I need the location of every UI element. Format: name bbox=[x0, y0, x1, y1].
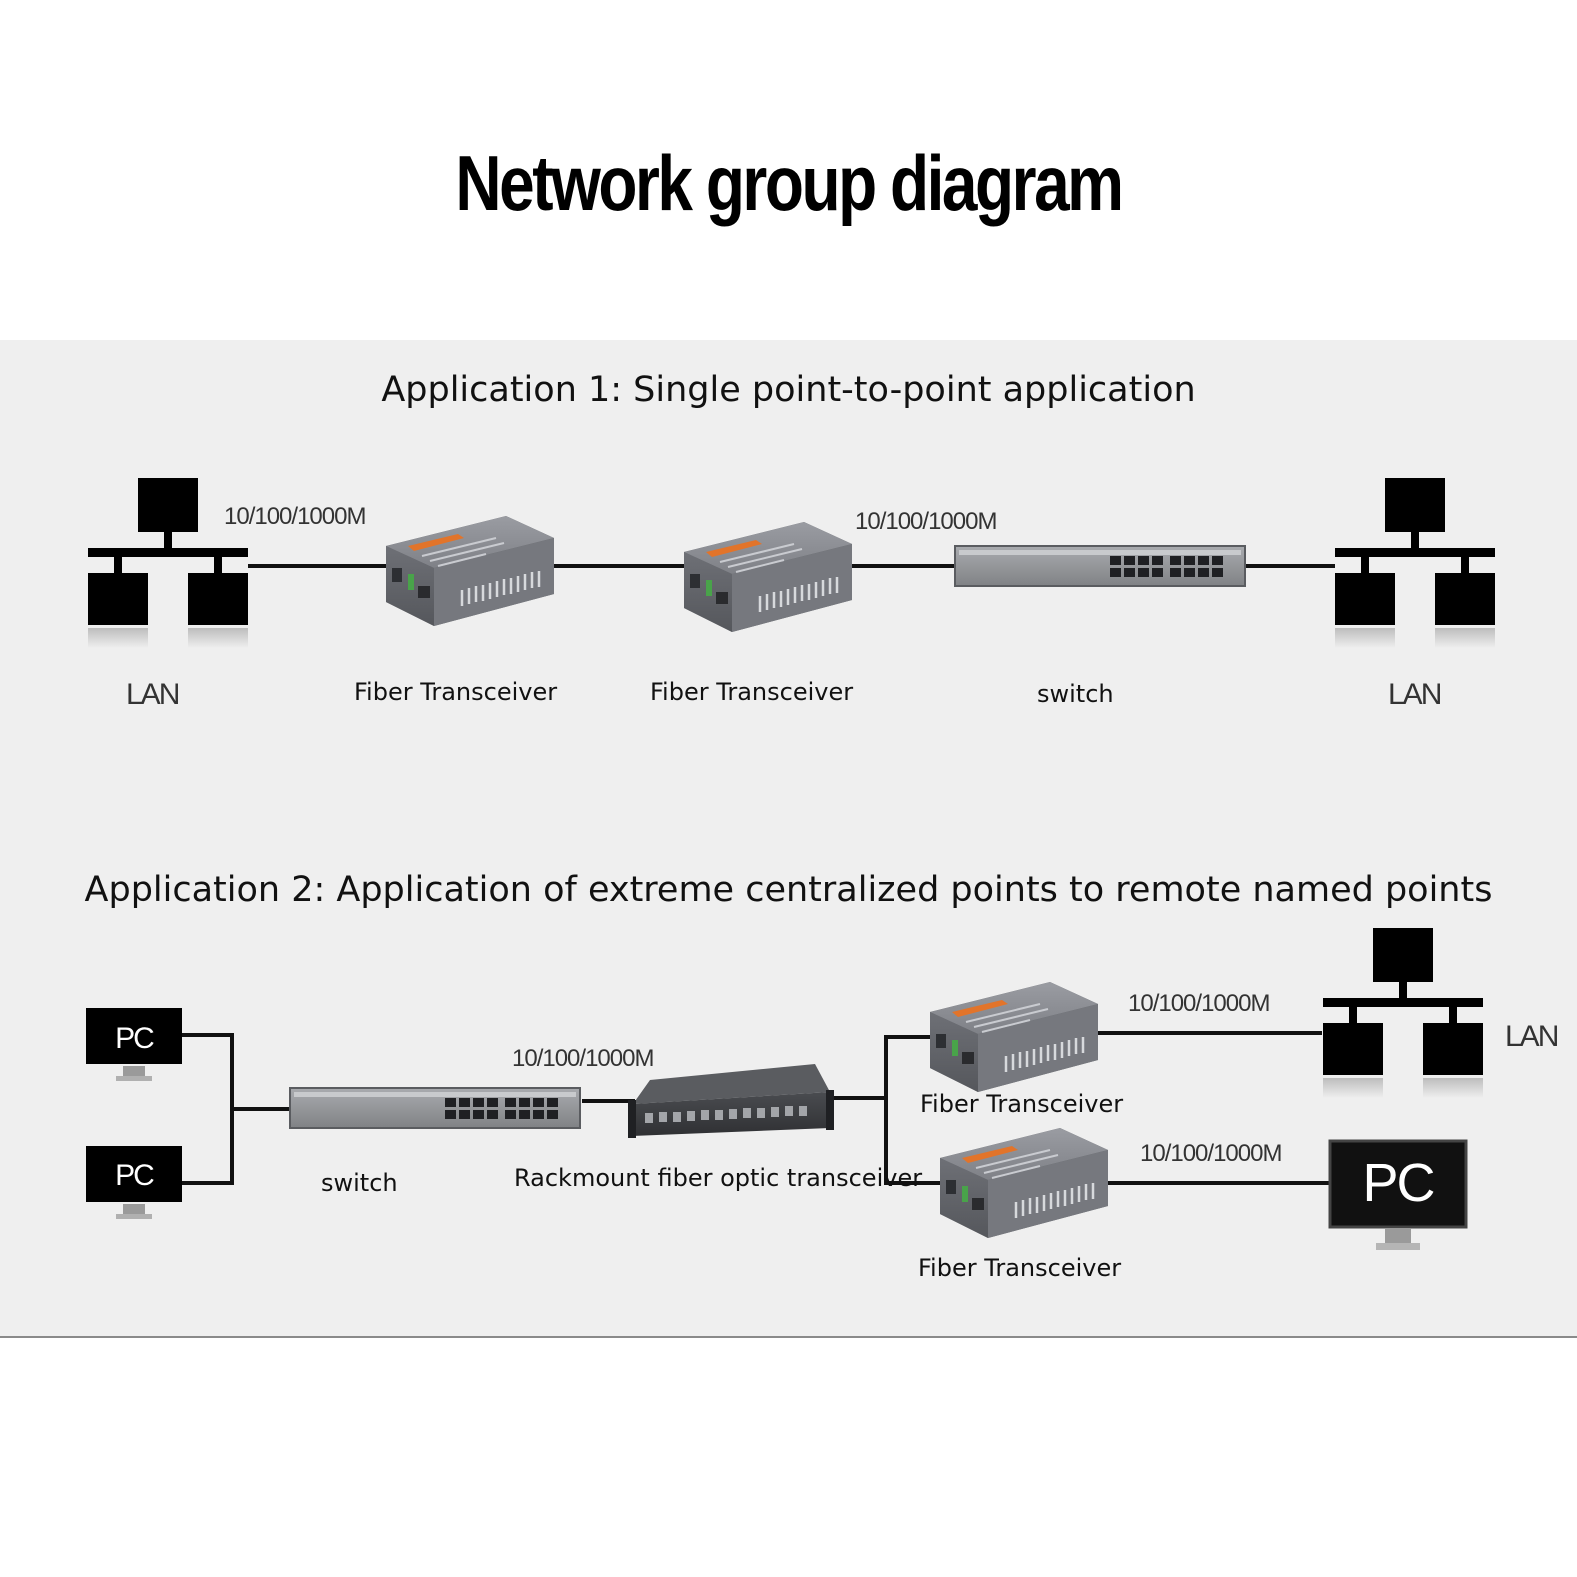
speed-label-top: 10/100/1000M bbox=[1128, 990, 1270, 1017]
pc-big-label: PC bbox=[1362, 1153, 1433, 1213]
lan-app2-icon bbox=[1323, 928, 1483, 1098]
transceiver-bottom-label: Fiber Transceiver bbox=[918, 1254, 1122, 1282]
speed-label-b: 10/100/1000M bbox=[855, 508, 997, 535]
switch-2-label: switch bbox=[321, 1169, 398, 1197]
cable-pcs-bus bbox=[182, 1033, 234, 1185]
page-title: Network group diagram bbox=[455, 139, 1124, 227]
transceiver-b-label: Fiber Transceiver bbox=[650, 678, 854, 706]
pc-big-icon: PC bbox=[1328, 1139, 1468, 1250]
pc-bottom-label: PC bbox=[115, 1159, 154, 1192]
diagram-panel bbox=[0, 340, 1577, 1338]
fiber-transceiver-bottom-icon bbox=[938, 1126, 1110, 1240]
fiber-transceiver-b-icon bbox=[682, 520, 854, 634]
speed-label-bottom: 10/100/1000M bbox=[1140, 1140, 1282, 1167]
pc-bottom-icon: PC bbox=[86, 1146, 182, 1219]
switch-icon bbox=[954, 545, 1246, 587]
fiber-transceiver-a-icon bbox=[384, 514, 556, 628]
rackmount-label: Rackmount fiber optic transceiver bbox=[514, 1164, 923, 1192]
pc-top-label: PC bbox=[115, 1022, 154, 1055]
rackmount-transceiver-icon bbox=[628, 1064, 834, 1138]
speed-label-a: 10/100/1000M bbox=[224, 503, 366, 530]
switch-2-icon bbox=[289, 1087, 581, 1129]
transceiver-a-label: Fiber Transceiver bbox=[354, 678, 558, 706]
application-1-heading: Application 1: Single point-to-point app… bbox=[381, 370, 1196, 410]
pc-top-icon: PC bbox=[86, 1008, 182, 1081]
lan-right-label: LAN bbox=[1388, 678, 1442, 711]
lan-right-icon bbox=[1335, 478, 1495, 648]
app2-cables bbox=[182, 1031, 1330, 1185]
application-2-heading: Application 2: Application of extreme ce… bbox=[84, 870, 1493, 910]
cable-branch bbox=[884, 1035, 943, 1185]
switch-label: switch bbox=[1037, 680, 1114, 708]
lan-app2-label: LAN bbox=[1505, 1020, 1559, 1053]
lan-left-label: LAN bbox=[126, 678, 180, 711]
speed-label-rack: 10/100/1000M bbox=[512, 1045, 654, 1072]
fiber-transceiver-top-icon bbox=[928, 980, 1100, 1094]
transceiver-top-label: Fiber Transceiver bbox=[920, 1090, 1124, 1118]
